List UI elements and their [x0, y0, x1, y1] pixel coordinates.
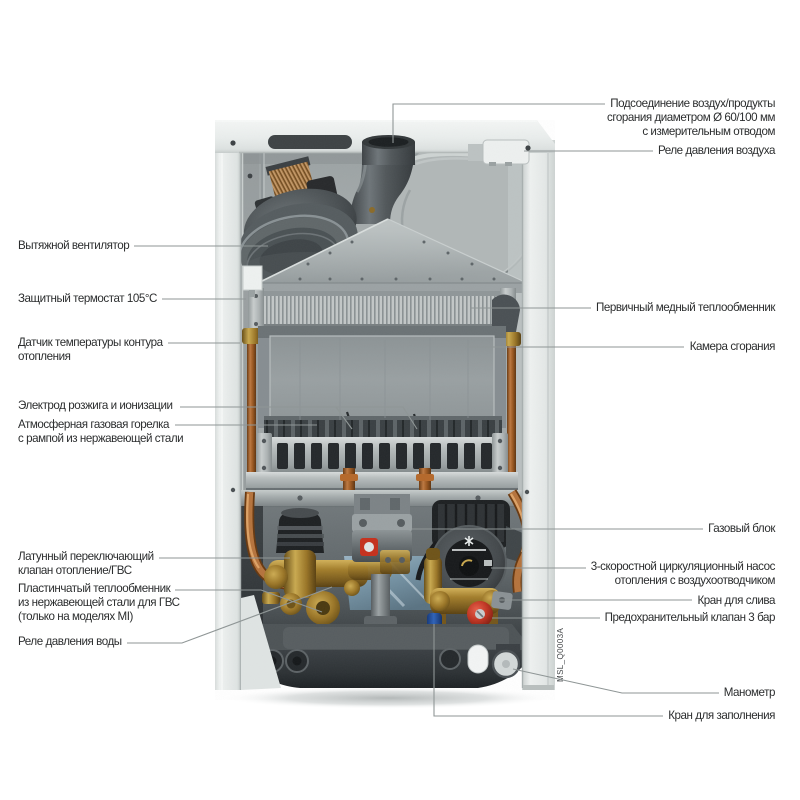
label-ignition-electrode: Электрод розжига и ионизации [18, 399, 173, 413]
label-filling-cock: Кран для заполнения [668, 709, 775, 723]
leader-lines [127, 103, 719, 717]
label-plate-heat-exchanger: Пластинчатый теплообменник из нержавеюще… [18, 582, 180, 624]
leader-water-pressure-switch [127, 586, 333, 644]
label-line: Датчик температуры контура [18, 336, 163, 349]
label-line: Защитный термостат 105°C [18, 292, 157, 305]
label-line: (только на моделях MI) [18, 610, 133, 623]
label-line: клапан отопление/ГВС [18, 564, 132, 577]
label-heating-temp-sensor: Датчик температуры контура отопления [18, 336, 163, 364]
label-line: Кран для слива [697, 594, 775, 607]
label-line: Пластинчатый теплообменник [18, 582, 171, 595]
label-line: с измерительным отводом [642, 125, 775, 138]
label-line: сгорания диаметром Ø 60/100 мм [607, 111, 775, 124]
label-gas-valve: Газовый блок [708, 522, 775, 536]
photo-grain [215, 120, 555, 700]
leader-manometer [512, 668, 719, 694]
label-combustion-chamber: Камера сгорания [689, 340, 776, 354]
leader-flue-connection [392, 103, 605, 143]
label-line: Реле давления воды [18, 635, 122, 648]
label-flue-connection: Подсоединение воздух/продукты сгорания д… [607, 97, 775, 139]
label-line: с рампой из нержавеющей стали [18, 432, 184, 445]
label-brass-diverter-valve: Латунный переключающий клапан отопление/… [18, 550, 154, 578]
label-line: Кран для заполнения [668, 709, 775, 722]
label-line: Латунный переключающий [18, 550, 154, 563]
label-line: Вытяжной вентилятор [18, 239, 130, 252]
label-circulation-pump: 3-скоростной циркуляционный насос отопле… [590, 560, 776, 588]
label-line: Первичный медный теплообменник [595, 301, 776, 314]
label-air-pressure-switch: Реле давления воздуха [657, 144, 776, 158]
label-safety-thermostat: Защитный термостат 105°C [18, 292, 157, 306]
label-line: Атмосферная газовая горелка [18, 418, 170, 431]
leader-filling-cock [433, 624, 663, 717]
label-line: Реле давления воздуха [657, 144, 776, 157]
label-safety-valve: Предохранительный клапан 3 бар [604, 611, 776, 625]
label-primary-heat-exchanger: Первичный медный теплообменник [595, 301, 776, 315]
label-manometer: Манометр [723, 686, 776, 700]
label-line: Камера сгорания [689, 340, 776, 353]
label-line: 3-скоростной циркуляционный насос [590, 560, 776, 573]
label-line: Подсоединение воздух/продукты [610, 97, 775, 110]
leader-plate-heat-exchanger [175, 589, 323, 613]
label-water-pressure-switch: Реле давления воды [18, 635, 122, 649]
label-line: Электрод розжига и ионизации [18, 399, 173, 412]
label-exhaust-fan: Вытяжной вентилятор [18, 239, 130, 253]
label-line: Предохранительный клапан 3 бар [604, 611, 776, 624]
label-drain-cock: Кран для слива [697, 594, 775, 608]
label-line: Газовый блок [708, 522, 775, 535]
label-line: Манометр [723, 686, 776, 699]
leader-ignition-electrode [180, 406, 418, 430]
leader-ignition-electrode-2 [335, 406, 353, 430]
boiler-photo: MSL_Q0003A [215, 120, 565, 700]
label-line: отопления с воздухоотводчиком [614, 574, 776, 587]
label-line: из нержавеющей стали для ГВС [18, 596, 180, 609]
label-line: отопления [18, 350, 71, 363]
figure-code: MSL_Q0003A [556, 627, 565, 682]
label-atmospheric-burner: Атмосферная газовая горелка с рампой из … [18, 418, 184, 446]
